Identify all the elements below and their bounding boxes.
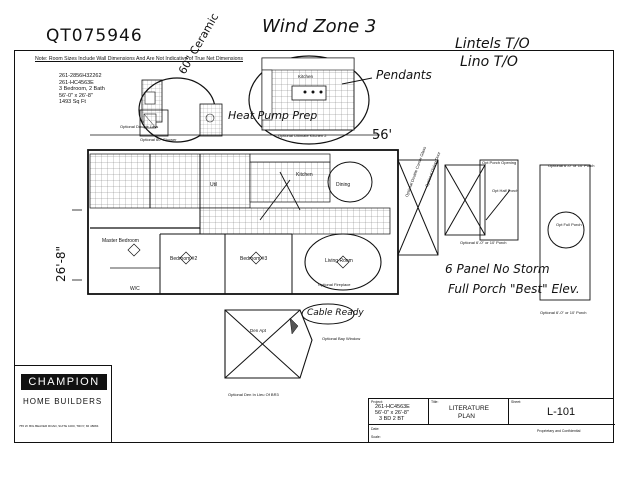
square-feet: 1493 Sq Ft: [59, 99, 86, 106]
opt-porch-size-2: Optional 6'-0" or 10' Porch: [540, 310, 587, 315]
opt-kitchen-label: Kitchen: [298, 74, 314, 79]
company-address: 755 W. BIG BEAVER ROAD, SUITE 1000, TROY…: [19, 424, 99, 428]
heat-pump-detail: [199, 103, 223, 137]
date-label: Date:: [371, 427, 380, 431]
sheet-cell: Sheet: L-101: [509, 399, 615, 425]
opt-full-porch: Opt Full Porch: [556, 222, 582, 227]
company-block: CHAMPION HOME BUILDERS 755 W. BIG BEAVER…: [14, 365, 112, 443]
opt-den: Optional Den In Lieu Of BR3: [228, 392, 279, 397]
cable-ready-circle: [301, 303, 355, 325]
dimensions: 56'-0" x 26'-8": [59, 92, 93, 99]
project-line3: 3 BD 2 BT: [379, 416, 405, 422]
main-floor-plan: [72, 149, 399, 295]
opt-lavs: Optional Double Lavs: [120, 124, 159, 129]
sheet-number: L-101: [547, 406, 576, 418]
model-info: 261-2856H32262 261-HC4563E 3 Bedroom, 2 …: [59, 73, 105, 106]
heat-pump-note: Heat Pump Prep: [228, 110, 317, 122]
porch-options: [397, 159, 591, 301]
stock-number: QT075946: [46, 26, 143, 46]
model-number-2: 261-HC4563E: [59, 79, 94, 86]
model-number-1: 261-2856H32262: [59, 73, 102, 79]
room-kitchen: Kitchen: [296, 172, 313, 178]
room-util: Util: [210, 182, 218, 188]
width-note: 56': [372, 128, 393, 143]
lintels-note: Lintels T/O: [455, 36, 530, 52]
title-block: Project: 261-HC4563E 56'-0" x 26'-8" 3 B…: [368, 398, 615, 443]
wind-zone-note: Wind Zone 3: [262, 16, 377, 37]
opt-porch-opening: Opt Porch Opening: [482, 160, 517, 165]
shower-detail: [139, 109, 169, 137]
proprietary-note: Proprietary and Confidential: [537, 429, 581, 433]
opt-porch-size-3: Optional 6'-0" or 10' Porch: [548, 163, 595, 168]
project-line2: 56'-0" x 26'-8": [375, 410, 409, 416]
project-cell: Project: 261-HC4563E 56'-0" x 26'-8" 3 B…: [369, 399, 429, 425]
den-option-detail: [224, 309, 313, 379]
room-br3: Bedroom #3: [240, 256, 268, 262]
room-wic: W/C: [130, 286, 140, 292]
project-line1: 261-HC4563E: [375, 404, 410, 410]
company-subtitle: HOME BUILDERS: [23, 397, 103, 406]
drawing-sheet: Note: Room Sizes Include Wall Dimensions…: [14, 50, 614, 443]
opt-shower: Optional 60" Shower: [140, 137, 177, 142]
title-line2: PLAN: [458, 413, 475, 420]
title-label: Title:: [431, 400, 439, 404]
title-line1: LITERATURE: [449, 405, 489, 412]
opt-bay-window: Optional Bay Window: [322, 336, 361, 341]
opt-kitchen2: Optional Ultimate Kitchen 2: [278, 133, 327, 138]
opt-porch-size: Optional 6'-0" or 10' Porch: [460, 240, 507, 245]
cable-ready-note: Cable Ready: [307, 308, 364, 318]
room-size-note: Note: Room Sizes Include Wall Dimensions…: [35, 56, 243, 62]
room-master: Master Bedroom: [102, 238, 139, 244]
six-panel-note: 6 Panel No Storm: [445, 262, 550, 276]
sheet-label: Sheet:: [511, 400, 522, 404]
ultimate-kitchen-detail: [248, 55, 370, 145]
full-porch-note: Full Porch "Best" Elev.: [448, 282, 580, 296]
room-dining: Dining: [336, 182, 351, 188]
company-line1: CHAMPION: [28, 376, 100, 388]
scale-label: Scale:: [371, 435, 381, 439]
opt-fireplace: Optional Fireplace: [318, 282, 351, 287]
title-cell: Title: LITERATURE PLAN: [429, 399, 509, 425]
lino-note: Lino T/O: [460, 54, 518, 70]
depth-note: 26'-8": [54, 245, 68, 282]
opt-den-apt: Den Apt: [250, 328, 267, 333]
pendants-arrow: [341, 77, 373, 85]
room-living: Living Room: [325, 258, 353, 264]
bed-bath: 3 Bedroom, 2 Bath: [59, 86, 105, 93]
project-label: Project:: [371, 400, 383, 404]
room-br2: Bedroom #2: [170, 256, 198, 262]
heat-pump-text: Heat Pump Prep: [228, 109, 318, 122]
pendants-note: Pendants: [376, 68, 432, 82]
opt-half-porch: Opt Half Porch: [492, 188, 519, 193]
company-name: CHAMPION: [21, 374, 107, 390]
